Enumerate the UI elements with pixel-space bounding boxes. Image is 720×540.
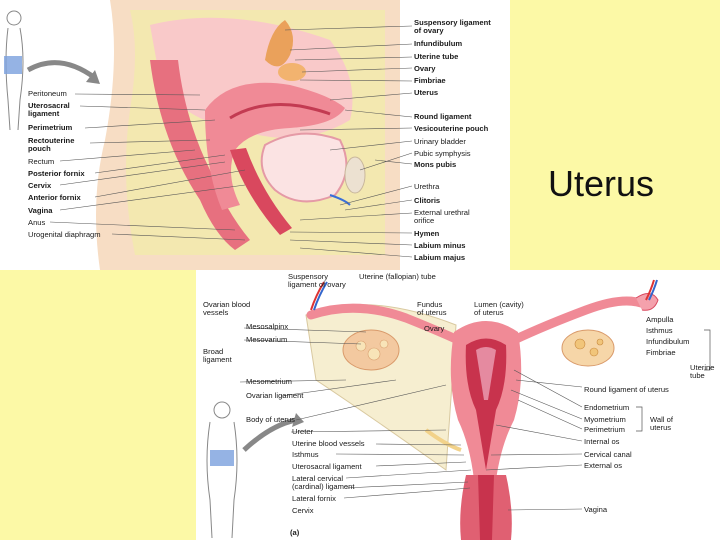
label-internal-os: Internal os bbox=[584, 438, 619, 446]
label-broad-ligament: Broad ligament bbox=[203, 348, 232, 364]
label-uterine-fallopian-tube: Uterine (fallopian) tube bbox=[359, 273, 436, 281]
label-vagina-b: Vagina bbox=[584, 506, 607, 514]
label-external-os: External os bbox=[584, 462, 622, 470]
label-suspensory-ligament-of-ovary: Suspensory ligament of ovary bbox=[414, 19, 491, 35]
label-infundibulum: Infundibulum bbox=[414, 40, 462, 48]
sagittal-section-diagram: Suspensory ligament of ovary Infundibulu… bbox=[0, 0, 510, 270]
label-labium-minus: Labium minus bbox=[414, 242, 465, 250]
label-mesovarium: Mesovarium bbox=[246, 336, 287, 344]
label-external-urethral-orifice: External urethral orifice bbox=[414, 209, 470, 225]
label-round-ligament-of-uterus: Round ligament of uterus bbox=[584, 386, 669, 394]
body-silhouette-icon bbox=[4, 11, 23, 130]
label-uterosacral-ligament-b: Uterosacral ligament bbox=[292, 463, 362, 471]
label-urinary-bladder: Urinary bladder bbox=[414, 138, 466, 146]
label-myometrium: Myometrium bbox=[584, 416, 626, 424]
label-mesosalpinx: Mesosalpinx bbox=[246, 323, 288, 331]
label-vagina: Vagina bbox=[28, 207, 52, 215]
label-urogenital-diaphragm: Urogenital diaphragm bbox=[28, 231, 101, 239]
label-uterine-tube-b: Uterine tube bbox=[690, 364, 714, 380]
figure-label: (a) bbox=[290, 529, 299, 537]
label-anus: Anus bbox=[28, 219, 45, 227]
posterior-illustration bbox=[196, 270, 720, 540]
label-fimbriae: Fimbriae bbox=[414, 77, 446, 85]
posterior-view-diagram: Suspensory ligament of ovary Uterine (fa… bbox=[196, 270, 720, 540]
label-body-of-uterus: Body of uterus bbox=[246, 416, 295, 424]
label-posterior-fornix: Posterior fornix bbox=[28, 170, 85, 178]
label-peritoneum: Peritoneum bbox=[28, 90, 67, 98]
label-pubic-symphysis: Pubic symphysis bbox=[414, 150, 471, 158]
label-rectum: Rectum bbox=[28, 158, 54, 166]
label-cervical-canal: Cervical canal bbox=[584, 451, 632, 459]
label-uterine-tube: Uterine tube bbox=[414, 53, 458, 61]
label-rectouterine-pouch: Rectouterine pouch bbox=[28, 137, 74, 153]
label-fundus-of-uterus: Fundus of uterus bbox=[417, 301, 447, 317]
label-ovarian-blood-vessels: Ovarian blood vessels bbox=[203, 301, 250, 317]
label-round-ligament: Round ligament bbox=[414, 113, 471, 121]
label-cervix-b: Cervix bbox=[292, 507, 314, 515]
label-infundibulum-b: Infundibulum bbox=[646, 338, 689, 346]
label-anterior-fornix: Anterior fornix bbox=[28, 194, 81, 202]
label-suspensory-ligament-ovary-b: Suspensory ligament of ovary bbox=[288, 273, 346, 289]
label-clitoris: Clitoris bbox=[414, 197, 440, 205]
label-mons-pubis: Mons pubis bbox=[414, 161, 456, 169]
label-urethra: Urethra bbox=[414, 183, 439, 191]
label-lateral-fornix: Lateral fornix bbox=[292, 495, 336, 503]
label-lateral-cervical-ligament: Lateral cervical (cardinal) ligament bbox=[292, 475, 354, 491]
slide-title: Uterus bbox=[548, 163, 654, 205]
label-uterosacral-ligament: Uterosacral ligament bbox=[28, 102, 70, 118]
label-ovarian-ligament: Ovarian ligament bbox=[246, 392, 303, 400]
label-ureter: Ureter bbox=[292, 428, 313, 436]
label-ovary: Ovary bbox=[414, 65, 436, 73]
label-uterine-blood-vessels: Uterine blood vessels bbox=[292, 440, 365, 448]
label-cervix: Cervix bbox=[28, 182, 51, 190]
label-perimetrium: Perimetrium bbox=[28, 124, 72, 132]
label-mesometrium: Mesometrium bbox=[246, 378, 292, 386]
label-ampulla: Ampulla bbox=[646, 316, 673, 324]
label-labium-majus: Labium majus bbox=[414, 254, 465, 262]
body-silhouette-back-icon bbox=[207, 402, 237, 538]
label-ovary-b: Ovary bbox=[424, 325, 444, 333]
label-uterus: Uterus bbox=[414, 89, 438, 97]
label-hymen: Hymen bbox=[414, 230, 439, 238]
label-isthmus-tube: Isthmus bbox=[646, 327, 673, 335]
label-wall-of-uterus: Wall of uterus bbox=[650, 416, 673, 432]
label-perimetrium-b: Perimetrium bbox=[584, 426, 625, 434]
label-endometrium: Endometrium bbox=[584, 404, 629, 412]
label-fimbriae-b: Fimbriae bbox=[646, 349, 676, 357]
label-vesicouterine-pouch: Vesicouterine pouch bbox=[414, 125, 488, 133]
label-lumen-of-uterus: Lumen (cavity) of uterus bbox=[474, 301, 524, 317]
label-isthmus-uterus: Isthmus bbox=[292, 451, 319, 459]
